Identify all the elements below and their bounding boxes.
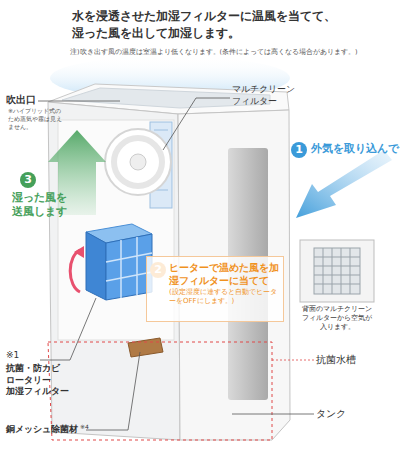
- step-text: 外気を取り込んで: [311, 142, 400, 156]
- rear-grille: [314, 248, 360, 294]
- part-name: 銅メッシュ除菌材: [6, 424, 78, 436]
- humidify-filter-side: [86, 232, 106, 300]
- note: 注)吹き出す風の温度は室温より低くなります。(条件によっては高くなる場合がありま…: [70, 48, 358, 56]
- callout-number: 3: [20, 172, 36, 188]
- step-note: (設定湿度に達すると自動でヒーターをOFFにします。): [147, 287, 283, 306]
- part-name: 吹出口: [6, 93, 46, 106]
- inset-text: 背面のマルチクリーンフィルターから空気が入ります。: [298, 302, 376, 332]
- step-text: 湿った風を送風します: [12, 191, 70, 220]
- leader-line: [163, 98, 230, 150]
- grille-lines: [314, 248, 360, 294]
- part-name: 抗菌・防カビ ロータリー 加湿フィルター: [6, 363, 74, 398]
- footnote-mark: ※1: [6, 350, 19, 362]
- filter-line: [154, 130, 168, 131]
- inset-caption: 背面のマルチクリーンフィルターから空気が入ります。: [298, 302, 376, 336]
- note: ※ハイブリッド式のため蒸気や霧は見えません。: [8, 107, 62, 130]
- rotation-arrow: [70, 250, 80, 292]
- part-name: マルチクリーンフィルター: [232, 84, 296, 107]
- inset-frame: [300, 240, 374, 302]
- fan: [105, 129, 171, 195]
- leader-line: [38, 101, 120, 102]
- part-name: 抗菌水槽: [316, 353, 356, 366]
- leader-line: [86, 352, 140, 430]
- tank-outline: [48, 342, 272, 440]
- rotation-arrow-head: [74, 246, 84, 258]
- fan-blades: [114, 138, 162, 186]
- step-box: ヒーターで温めた風を加湿フィルターに当てて(設定湿度に達すると自動でヒーターをO…: [146, 256, 284, 322]
- fan-hub: [130, 154, 146, 170]
- leader-line: [272, 360, 314, 361]
- footnote-mark: ※4: [80, 423, 89, 431]
- heading: 水を浸透させた加湿フィルターに温風を当てて、湿った風を出して加湿します。: [72, 8, 344, 42]
- step-text: ヒーターで温めた風を加湿フィルターに当てて: [147, 257, 283, 287]
- callout-number: 1: [291, 142, 307, 158]
- leader-line: [40, 298, 96, 360]
- air-in-arrow: [296, 150, 392, 218]
- leader-line: [232, 414, 314, 415]
- part-name: タンク: [316, 407, 346, 420]
- copper-mesh: [128, 338, 163, 357]
